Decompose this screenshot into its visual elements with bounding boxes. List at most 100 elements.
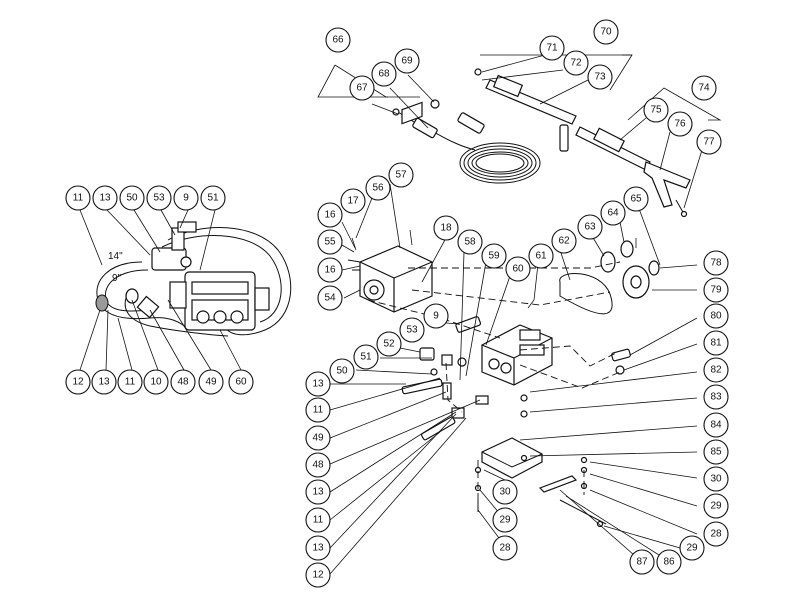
svg-text:50: 50 bbox=[126, 193, 138, 204]
svg-text:68: 68 bbox=[378, 69, 390, 80]
callout-29-right-b: 29 bbox=[679, 535, 705, 561]
svg-text:50: 50 bbox=[336, 366, 348, 377]
callout-67: 67 bbox=[349, 75, 375, 101]
callout-48-main: 48 bbox=[305, 452, 331, 478]
callout-49-main: 49 bbox=[305, 425, 331, 451]
callout-9-main: 9 bbox=[423, 303, 449, 329]
motor-group bbox=[347, 101, 433, 313]
callout-69: 69 bbox=[394, 48, 420, 74]
svg-text:63: 63 bbox=[584, 222, 596, 233]
callout-50-left-top: 50 bbox=[119, 185, 145, 211]
svg-text:12: 12 bbox=[72, 377, 84, 388]
svg-text:58: 58 bbox=[464, 237, 476, 248]
callout-13-left-bottom: 13 bbox=[91, 369, 117, 395]
centerlines bbox=[367, 261, 621, 500]
svg-text:29: 29 bbox=[686, 543, 698, 554]
svg-text:49: 49 bbox=[312, 433, 324, 444]
svg-text:71: 71 bbox=[546, 43, 558, 54]
svg-text:59: 59 bbox=[488, 251, 500, 262]
callout-51-left-top: 51 bbox=[200, 185, 226, 211]
svg-text:10: 10 bbox=[150, 377, 162, 388]
callout-28-right: 28 bbox=[703, 521, 729, 547]
svg-text:67: 67 bbox=[356, 83, 368, 94]
svg-text:16: 16 bbox=[324, 210, 336, 221]
callout-73: 73 bbox=[587, 64, 613, 90]
callout-12-main: 12 bbox=[305, 562, 331, 588]
callout-13-main-a: 13 bbox=[305, 371, 331, 397]
callout-75: 75 bbox=[643, 97, 669, 123]
svg-text:18: 18 bbox=[440, 223, 452, 234]
callout-68: 68 bbox=[371, 61, 397, 87]
hose-wand-gun-group bbox=[317, 54, 722, 218]
callout-54: 54 bbox=[317, 285, 343, 311]
callout-79: 79 bbox=[703, 277, 729, 303]
svg-text:60: 60 bbox=[235, 377, 247, 388]
svg-text:74: 74 bbox=[698, 83, 710, 94]
svg-text:13: 13 bbox=[312, 379, 324, 390]
callout-9-left-top: 9 bbox=[173, 185, 199, 211]
svg-text:30: 30 bbox=[499, 487, 511, 498]
svg-text:28: 28 bbox=[710, 529, 722, 540]
svg-text:11: 11 bbox=[125, 377, 136, 388]
callout-50-main: 50 bbox=[329, 358, 355, 384]
svg-text:66: 66 bbox=[332, 35, 344, 46]
svg-text:49: 49 bbox=[205, 377, 217, 388]
callout-10-left-bottom: 10 bbox=[143, 369, 169, 395]
svg-text:65: 65 bbox=[630, 194, 642, 205]
svg-text:80: 80 bbox=[710, 311, 722, 322]
callout-60-left-bottom: 60 bbox=[228, 369, 254, 395]
callout-53-main: 53 bbox=[399, 317, 425, 343]
callout-30-left: 30 bbox=[492, 479, 518, 505]
callout-29-right-a: 29 bbox=[703, 493, 729, 519]
callout-16-lower: 16 bbox=[317, 257, 343, 283]
callout-61: 61 bbox=[528, 243, 554, 269]
callout-17: 17 bbox=[340, 188, 366, 214]
svg-text:72: 72 bbox=[570, 58, 582, 69]
svg-text:54: 54 bbox=[324, 293, 336, 304]
callout-16-upper: 16 bbox=[317, 202, 343, 228]
callout-87: 87 bbox=[629, 549, 655, 575]
svg-text:53: 53 bbox=[406, 325, 418, 336]
svg-text:79: 79 bbox=[710, 285, 722, 296]
svg-text:13: 13 bbox=[98, 377, 110, 388]
callout-11-main-b: 11 bbox=[305, 507, 331, 533]
svg-text:11: 11 bbox=[313, 405, 324, 416]
callout-52: 52 bbox=[376, 331, 402, 357]
callout-80: 80 bbox=[703, 303, 729, 329]
callout-64: 64 bbox=[600, 200, 626, 226]
callout-72: 72 bbox=[563, 50, 589, 76]
hose-length-14-label: 14" bbox=[108, 251, 123, 262]
svg-text:57: 57 bbox=[395, 170, 407, 181]
svg-text:62: 62 bbox=[558, 236, 570, 247]
svg-text:13: 13 bbox=[99, 193, 111, 204]
svg-text:16: 16 bbox=[324, 265, 336, 276]
callout-12-left-bottom: 12 bbox=[65, 369, 91, 395]
callout-11-left-top: 11 bbox=[65, 185, 91, 211]
leader-lines bbox=[79, 54, 703, 575]
callout-70: 70 bbox=[593, 19, 619, 45]
svg-text:87: 87 bbox=[636, 557, 648, 568]
svg-text:29: 29 bbox=[710, 501, 722, 512]
svg-text:82: 82 bbox=[710, 365, 722, 376]
svg-text:29: 29 bbox=[499, 515, 511, 526]
callout-53-left-top: 53 bbox=[146, 185, 172, 211]
svg-text:11: 11 bbox=[73, 193, 84, 204]
callout-65: 65 bbox=[623, 186, 649, 212]
svg-text:48: 48 bbox=[312, 460, 324, 471]
svg-text:28: 28 bbox=[499, 543, 511, 554]
svg-text:85: 85 bbox=[710, 447, 722, 458]
callout-55: 55 bbox=[317, 229, 343, 255]
callout-85: 85 bbox=[703, 439, 729, 465]
svg-text:13: 13 bbox=[312, 487, 324, 498]
callout-11-left-bottom: 11 bbox=[117, 369, 143, 395]
svg-text:12: 12 bbox=[312, 570, 324, 581]
assembled-pump-view: 14" 9" bbox=[95, 221, 292, 337]
callout-49-left-bottom: 49 bbox=[198, 369, 224, 395]
svg-text:51: 51 bbox=[360, 352, 372, 363]
svg-text:86: 86 bbox=[663, 557, 675, 568]
svg-text:17: 17 bbox=[347, 196, 359, 207]
svg-text:55: 55 bbox=[324, 237, 336, 248]
svg-text:70: 70 bbox=[600, 27, 612, 38]
callout-18: 18 bbox=[433, 215, 459, 241]
